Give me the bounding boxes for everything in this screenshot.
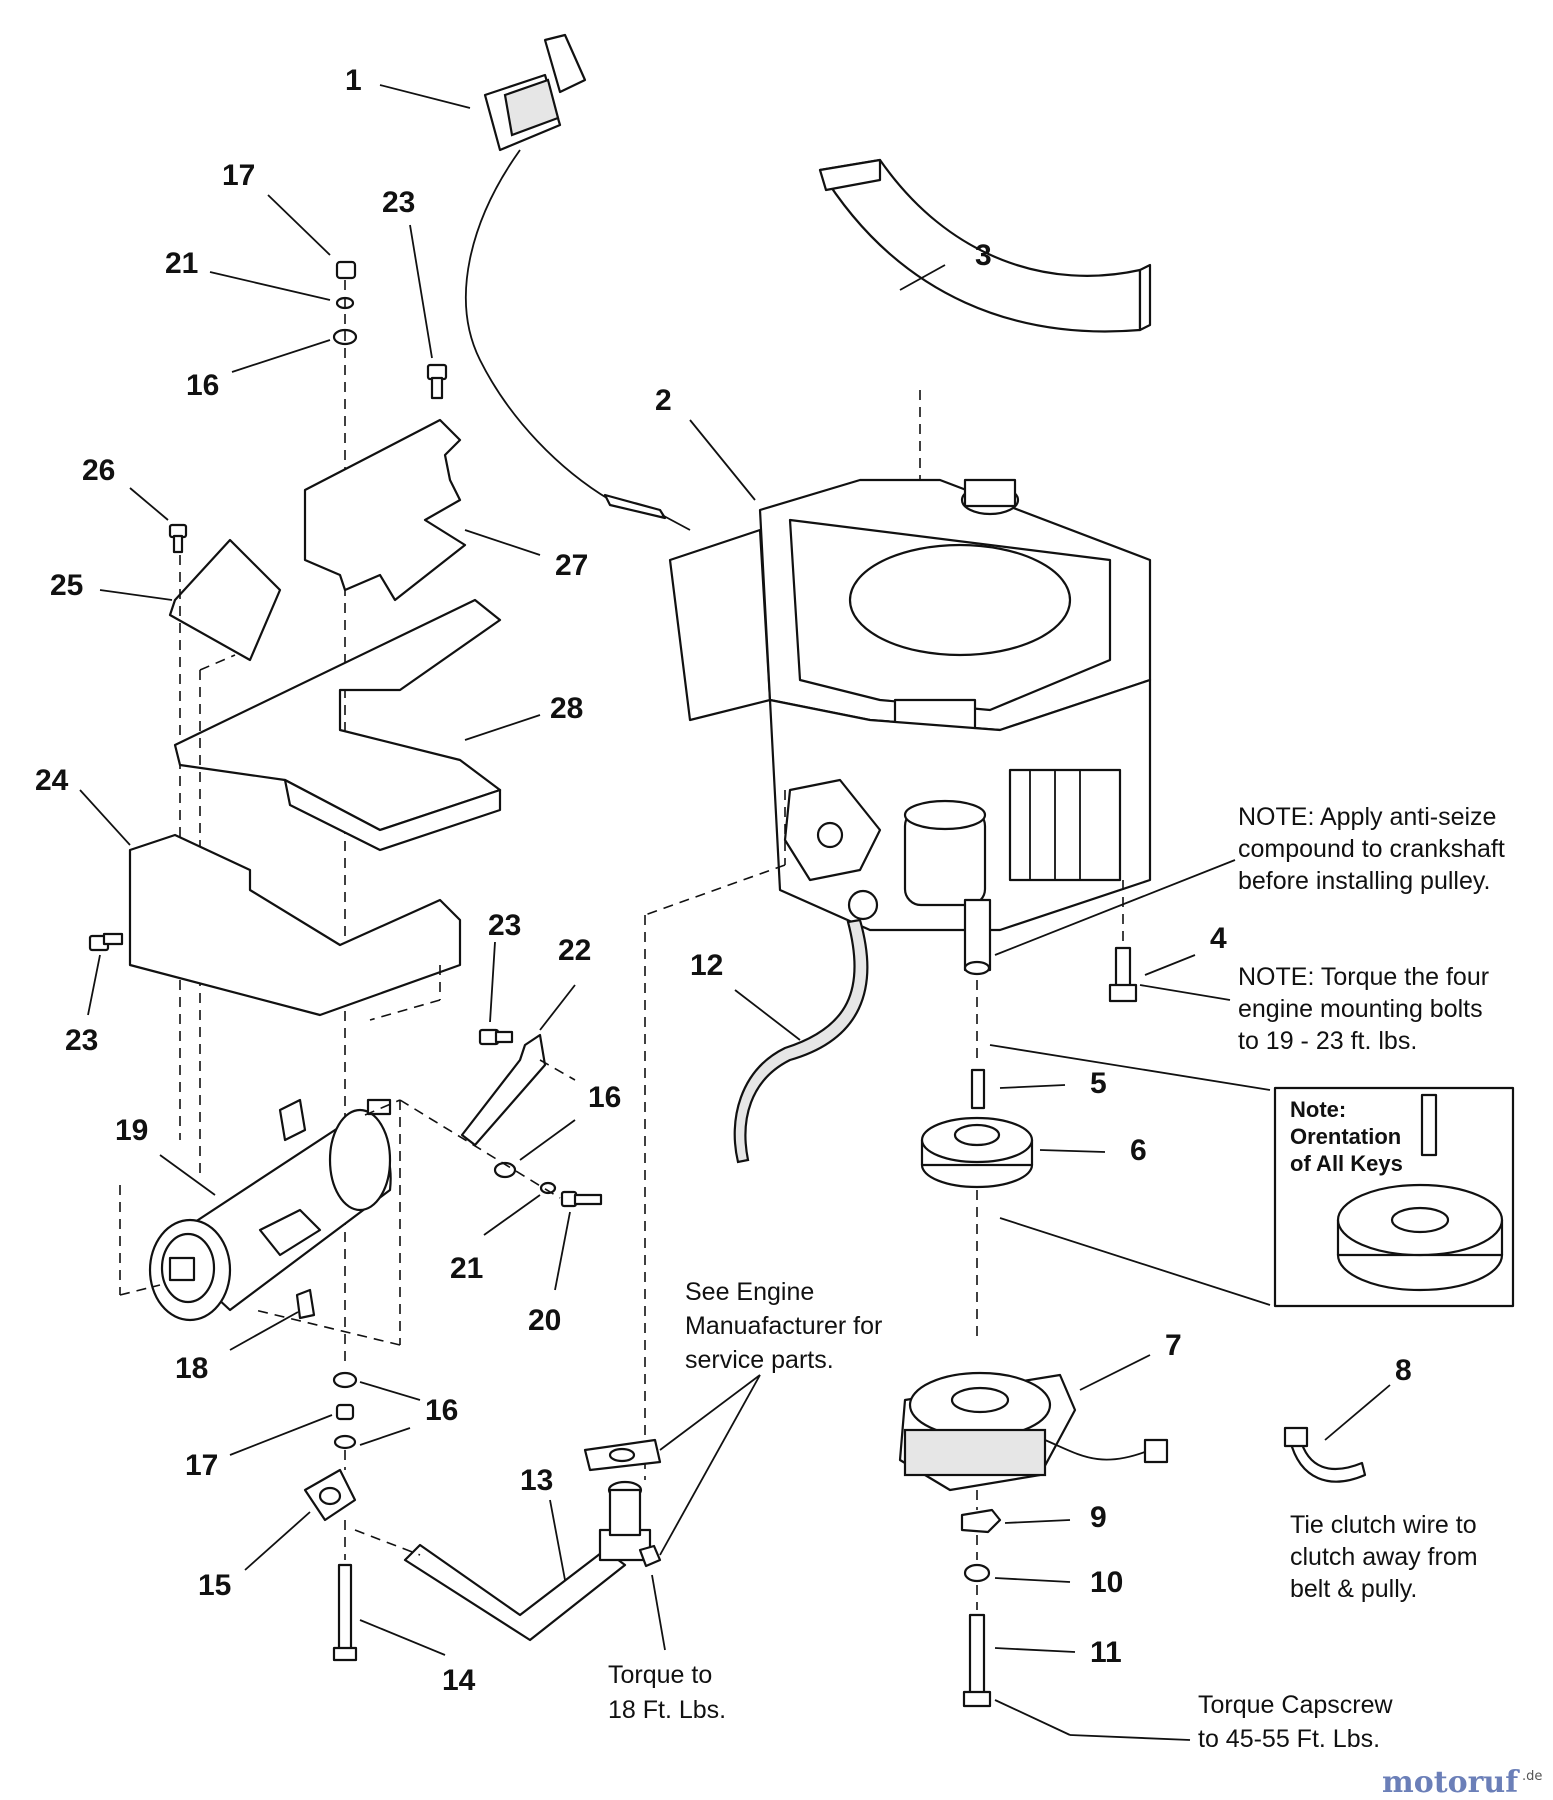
engine-pulley <box>920 1116 1034 1189</box>
note-key-orientation: Note: Orentation of All Keys <box>1290 1097 1407 1176</box>
clamp-18 <box>295 1288 316 1320</box>
note-torque-bolts: NOTE: Torque the four engine mounting bo… <box>1238 963 1496 1055</box>
note-anti-seize: NOTE: Apply anti-seize compound to crank… <box>1238 803 1512 895</box>
callout-8: 8 <box>1395 1354 1412 1387</box>
callout-27: 27 <box>555 549 588 582</box>
washer <box>963 1563 991 1583</box>
bracket-22 <box>460 1033 547 1147</box>
callout-16-bracket: 16 <box>588 1081 621 1114</box>
callout-19: 19 <box>115 1114 148 1147</box>
callout-15: 15 <box>198 1569 231 1602</box>
callout-9: 9 <box>1090 1501 1107 1534</box>
heat-shield-base <box>173 598 502 852</box>
callout-11: 11 <box>1090 1636 1122 1669</box>
bolt-14 <box>332 1563 358 1662</box>
washer-16-lower-2 <box>333 1434 357 1450</box>
callout-13: 13 <box>520 1464 553 1497</box>
bolt-23-left <box>88 932 124 952</box>
callout-17-lower: 17 <box>185 1449 218 1482</box>
bracket-25 <box>168 538 282 662</box>
svg-text:motoruf: motoruf <box>1382 1765 1520 1800</box>
cover-arc <box>818 158 1152 333</box>
callout-24: 24 <box>35 764 69 797</box>
callout-18: 18 <box>175 1352 208 1385</box>
heat-shield-lower <box>128 833 462 1017</box>
flange-15 <box>303 1468 357 1522</box>
cable-tie <box>1283 1426 1367 1483</box>
callout-28: 28 <box>550 692 583 725</box>
callout-26: 26 <box>82 454 115 487</box>
callout-4: 4 <box>1210 922 1227 955</box>
callout-16-top: 16 <box>186 369 219 402</box>
nut <box>960 1508 1002 1534</box>
exhaust-gasket <box>583 1438 662 1472</box>
nut-17-lower <box>335 1403 355 1421</box>
callout-25: 25 <box>50 569 83 602</box>
exhaust-nut <box>638 1544 662 1568</box>
fuel-hose <box>733 889 879 1164</box>
callout-17-top: 17 <box>222 159 255 192</box>
engine-mounting-bolt <box>1108 946 1138 1003</box>
bolt-23-top <box>426 363 448 400</box>
callout-10: 10 <box>1090 1566 1123 1599</box>
lock-washer-21-bracket <box>539 1181 557 1195</box>
bolt-20 <box>560 1190 603 1208</box>
callout-23-bracket: 23 <box>488 909 521 942</box>
callout-6: 6 <box>1130 1134 1147 1167</box>
muffler <box>148 1098 392 1322</box>
callout-14: 14 <box>442 1664 476 1697</box>
key-orientation-pulley <box>1336 1183 1504 1292</box>
watermark-logo: motoruf .de <box>1382 1765 1542 1800</box>
callout-22: 22 <box>558 934 591 967</box>
callout-21-bracket: 21 <box>450 1252 483 1285</box>
bolt-23-bracket <box>478 1028 514 1046</box>
bolt-26 <box>168 523 188 554</box>
capscrew <box>962 1613 992 1708</box>
heat-shield-upper <box>303 418 467 602</box>
key <box>970 1068 986 1110</box>
note-tie-clutch: Tie clutch wire to clutch away from belt… <box>1290 1511 1485 1603</box>
electric-clutch <box>898 1371 1169 1492</box>
callout-20: 20 <box>528 1304 561 1337</box>
callout-16-lower: 16 <box>425 1394 458 1427</box>
note-torque-capscrew: Torque Capscrew to 45-55 Ft. Lbs. <box>1198 1691 1399 1753</box>
engine <box>668 478 1152 976</box>
callout-2: 2 <box>655 384 672 417</box>
washer-16-lower <box>332 1371 358 1389</box>
callout-12: 12 <box>690 949 723 982</box>
callout-3: 3 <box>975 239 992 272</box>
svg-text:.de: .de <box>1522 1769 1542 1784</box>
exhaust-pipe <box>403 1480 652 1642</box>
throttle-control <box>465 33 691 531</box>
callout-21-top: 21 <box>165 247 198 280</box>
callout-7: 7 <box>1165 1329 1182 1362</box>
callout-5: 5 <box>1090 1067 1107 1100</box>
callout-23-left: 23 <box>65 1024 98 1057</box>
nut-17-top <box>335 260 357 280</box>
note-see-engine: See Engine Manuafacturer for service par… <box>685 1278 889 1374</box>
callout-1: 1 <box>345 64 362 97</box>
note-torque-18: Torque to 18 Ft. Lbs. <box>608 1661 726 1724</box>
callout-23-top: 23 <box>382 186 415 219</box>
